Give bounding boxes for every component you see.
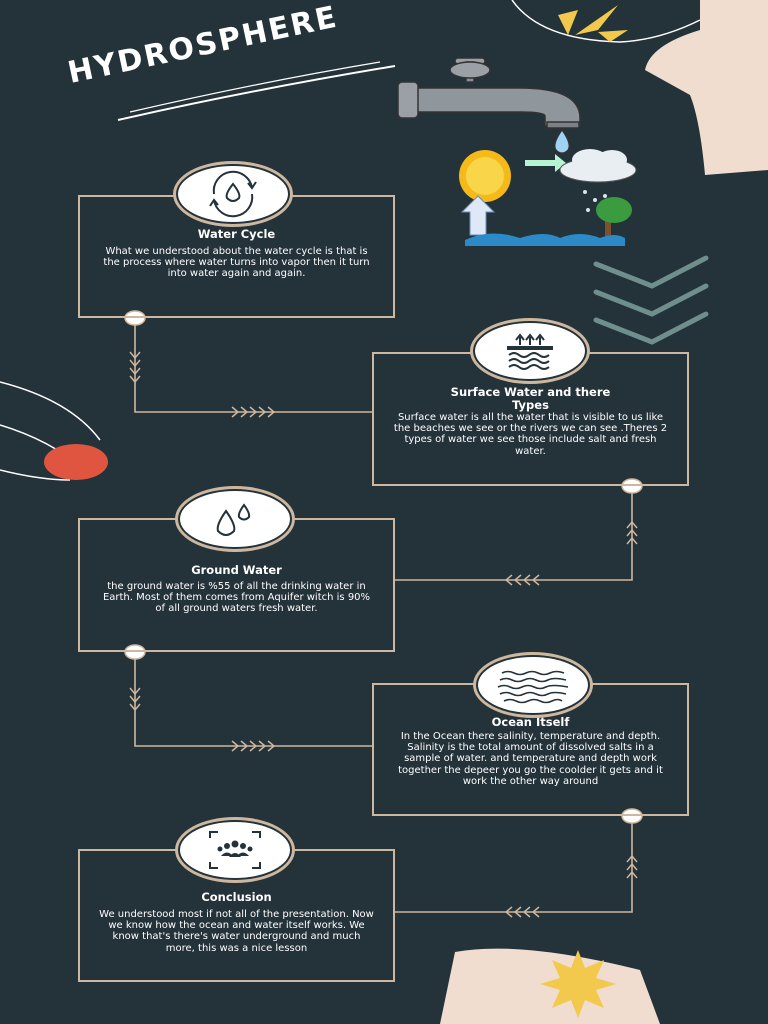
step-title: Ocean Itself — [491, 715, 570, 729]
title-underline — [117, 65, 396, 121]
step-text: In the Ocean there salinity, temperature… — [398, 731, 663, 787]
step-text: We understood most if not all of the pre… — [99, 909, 374, 954]
yellow-sun-burst — [540, 950, 616, 1018]
connector-nodes — [124, 310, 643, 824]
top-arc-decoration — [511, 0, 701, 43]
title-underline-2 — [129, 61, 381, 113]
step-title: Surface Water and there Types — [450, 385, 611, 412]
ocean-waves-icon — [476, 655, 590, 715]
step-title: Conclusion — [201, 890, 272, 904]
sun-icon — [459, 150, 511, 202]
rising-arrow-icon — [460, 195, 496, 236]
surface-water-icon — [473, 321, 587, 381]
water-drops-icon — [178, 489, 292, 549]
water-cycle-icon — [176, 164, 290, 224]
arrow-icon — [525, 154, 566, 172]
step-text: the ground water is %55 of all the drink… — [102, 581, 371, 615]
faucet-icon — [397, 57, 581, 129]
coral-blob — [44, 444, 108, 480]
chevron-decoration — [593, 255, 709, 345]
connector-2-3 — [395, 486, 633, 581]
yellow-triangle-3 — [598, 30, 628, 42]
tree-icon — [596, 197, 632, 240]
yellow-triangle-2 — [575, 5, 618, 35]
step-title: Ground Water — [191, 563, 282, 577]
cloud-icon — [559, 149, 637, 212]
connector-3-4 — [134, 652, 372, 747]
group-focus-icon — [178, 820, 292, 880]
water-drop-icon — [554, 128, 570, 154]
ocean-wave-icon — [465, 233, 625, 246]
connector-chevrons — [129, 351, 638, 918]
connector-4-5 — [395, 816, 633, 913]
step-text: What we understood about the water cycle… — [103, 246, 370, 280]
step-text: Surface water is all the water that is v… — [393, 412, 668, 457]
step-card-ocean-itself: Ocean Itself In the Ocean there salinity… — [372, 683, 689, 816]
yellow-triangle-1 — [558, 10, 578, 35]
step-title: Water Cycle — [197, 227, 276, 241]
connector-1-2 — [134, 318, 372, 413]
cream-blob-top — [645, 0, 768, 175]
